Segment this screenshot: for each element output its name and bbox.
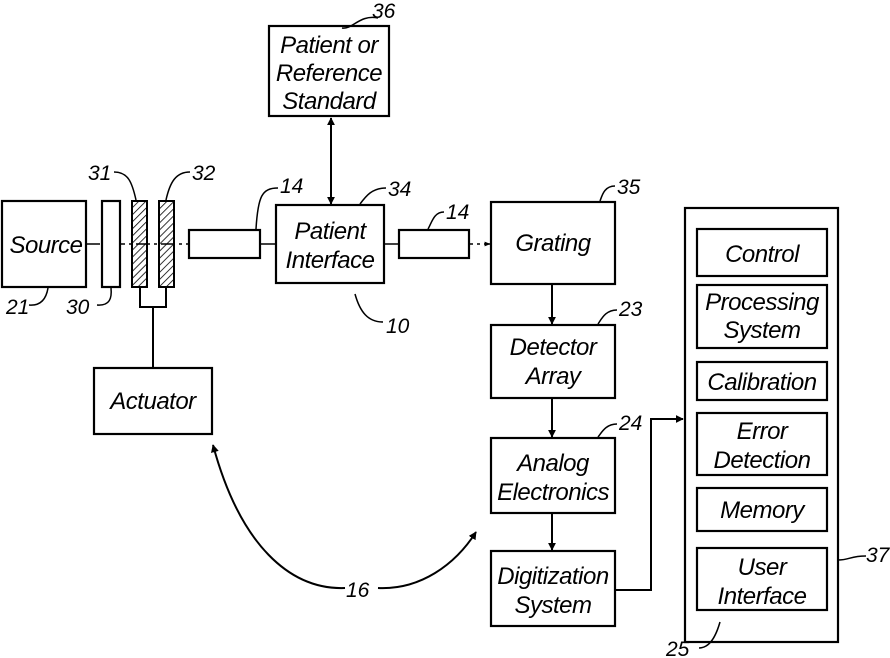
patient-ref-line2: Reference: [276, 60, 382, 87]
modulator-31: [132, 201, 147, 287]
error-detection-block: Error Detection: [697, 413, 827, 475]
calibration-label: Calibration: [707, 369, 816, 396]
detector-array-line1: Detector: [510, 334, 598, 361]
patient-ref-line1: Patient or: [280, 32, 379, 59]
processing-system-block: Processing System: [697, 285, 827, 348]
analog-electronics-line2: Electronics: [497, 479, 609, 506]
error-detection-line1: Error: [737, 418, 789, 445]
fiber-14-left: [189, 230, 260, 258]
analog-electronics-line1: Analog: [515, 450, 590, 477]
control-label: Control: [725, 241, 800, 268]
user-interface-block: User Interface: [697, 548, 827, 610]
detector-array-block: Detector Array: [491, 325, 615, 398]
ref-24: 24: [618, 412, 642, 435]
actuator-label: Actuator: [108, 388, 197, 415]
error-detection-line2: Detection: [714, 447, 811, 474]
fiber-14-right: [399, 230, 469, 258]
ref-36: 36: [372, 0, 396, 23]
ref-25: 25: [665, 638, 690, 658]
detector-array-line2: Array: [524, 363, 583, 390]
grating-label: Grating: [515, 230, 591, 257]
ref-10: 10: [386, 315, 410, 338]
user-interface-line1: User: [738, 554, 788, 581]
ref-14-left: 14: [280, 175, 303, 198]
memory-block: Memory: [697, 488, 827, 531]
analog-electronics-block: Analog Electronics: [491, 438, 615, 513]
ref-14-right: 14: [446, 201, 469, 224]
calibration-block: Calibration: [697, 362, 827, 400]
ref-35: 35: [617, 176, 641, 199]
ref-37: 37: [866, 544, 890, 567]
feedback-arc-16: [213, 445, 476, 588]
actuator-block: Actuator: [94, 368, 212, 434]
patient-interface-line2: Interface: [286, 247, 375, 274]
source-label: Source: [9, 232, 82, 259]
ref-31: 31: [88, 162, 111, 185]
actuator-linkage: [140, 287, 166, 367]
ref-30: 30: [66, 296, 90, 319]
source-block: Source: [2, 201, 86, 287]
arrow-digitization-computer: [615, 419, 683, 590]
ref-21: 21: [5, 296, 29, 319]
digitization-system-line2: System: [514, 592, 591, 619]
memory-label: Memory: [720, 497, 806, 524]
patient-ref-block: Patient or Reference Standard: [269, 26, 389, 116]
control-block: Control: [697, 229, 827, 276]
patient-ref-line3: Standard: [282, 88, 377, 115]
patient-interface-line1: Patient: [294, 218, 367, 245]
ref-16: 16: [346, 579, 370, 602]
ref-23: 23: [618, 298, 643, 321]
grating-block: Grating: [491, 202, 615, 284]
processing-system-line1: Processing: [705, 289, 820, 316]
ref-32: 32: [192, 162, 216, 185]
processing-system-line2: System: [723, 317, 800, 344]
patient-interface-block: Patient Interface: [276, 205, 384, 283]
ref-34: 34: [388, 178, 411, 201]
user-interface-line2: Interface: [718, 583, 807, 610]
digitization-system-block: Digitization System: [491, 551, 615, 626]
filter-30: [102, 201, 120, 287]
digitization-system-line1: Digitization: [497, 563, 609, 590]
modulator-32: [159, 201, 174, 287]
